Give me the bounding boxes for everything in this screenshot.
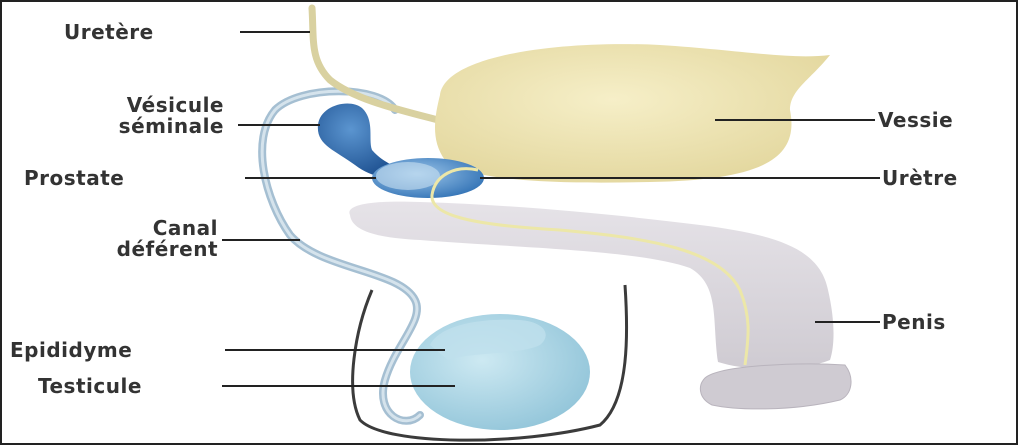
bladder: [435, 44, 830, 183]
label-vessie: Vessie: [878, 110, 953, 130]
label-canal-line1: Canal: [40, 218, 218, 238]
label-uretre: Urètre: [882, 168, 958, 188]
ureter: [312, 8, 438, 120]
label-uretere: Uretère: [64, 22, 154, 42]
label-canal-line2: déférent: [40, 239, 218, 259]
label-testicule: Testicule: [38, 376, 142, 396]
label-prostate: Prostate: [24, 168, 124, 188]
label-penis: Penis: [882, 312, 946, 332]
glans: [700, 364, 851, 409]
label-epididyme: Epididyme: [10, 340, 132, 360]
label-vesicule-line1: Vésicule: [44, 95, 224, 115]
label-vesicule-line2: séminale: [44, 116, 224, 136]
